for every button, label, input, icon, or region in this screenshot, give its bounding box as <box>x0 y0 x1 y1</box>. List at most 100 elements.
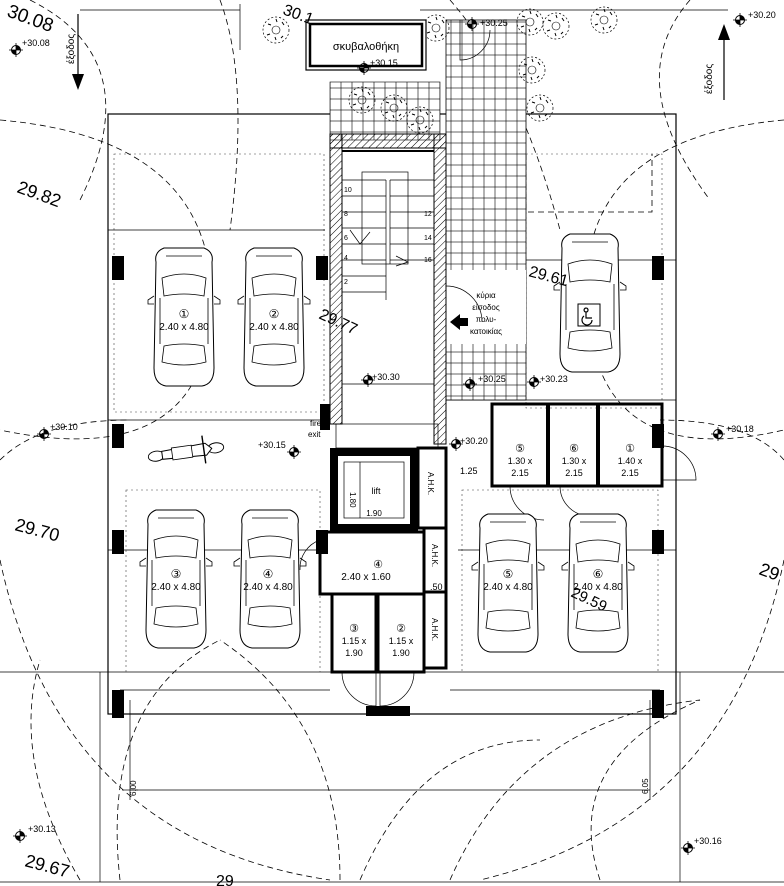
storage-height: 1.90 <box>392 648 410 658</box>
stair-num: 2 <box>344 279 348 286</box>
stair-num: 16 <box>424 257 432 264</box>
entrance-label-1: κύρια <box>476 291 496 300</box>
level-top-center: +30.25 <box>480 18 508 28</box>
level-marker-icon <box>449 437 463 451</box>
storage-number: ③ <box>349 623 359 635</box>
level-marker-icon <box>527 375 541 389</box>
fire-exit-label-2: exit <box>308 430 321 439</box>
entrance-walkway <box>329 19 527 401</box>
storage-rooms-right <box>490 402 697 521</box>
lift-label: lift <box>372 486 381 496</box>
storage-height: 2.15 <box>621 468 639 478</box>
storage-width: 1.30 x <box>562 456 587 466</box>
storage-width: 1.15 x <box>342 636 367 646</box>
storage-number: ① <box>625 443 635 455</box>
level-marker-icon <box>463 377 477 391</box>
level-bin: +30.15 <box>370 58 398 68</box>
level-marker-icon <box>357 61 371 75</box>
level-bottom-left: +30.13 <box>28 824 56 834</box>
entrance-label-4: κατοικίας <box>470 327 502 336</box>
level-hc: +30.23 <box>540 374 568 384</box>
entrance-label-3: πολυ- <box>476 315 497 324</box>
ahk-label-2: Α.Η.Κ. <box>430 544 439 567</box>
contour-2982: 29.82 <box>15 177 64 211</box>
contour-2970: 29.70 <box>13 515 62 546</box>
level-top-left-big: 30.08 <box>4 1 56 37</box>
cars <box>139 233 635 653</box>
stair-core <box>320 133 447 449</box>
motorcycle <box>147 435 225 464</box>
level-top-right: +30.20 <box>748 10 776 20</box>
exit-label-left: έξοδος <box>65 34 77 64</box>
contour-top: 30.1 <box>281 2 316 29</box>
stair-num: 12 <box>424 211 432 218</box>
storage-width: 1.15 x <box>389 636 414 646</box>
level-marker-icon <box>681 841 695 855</box>
bin-room <box>305 19 427 71</box>
stair-num: 10 <box>344 187 352 194</box>
level-moto: +30.15 <box>258 440 286 450</box>
parking-size: 2.40 x 4.80 <box>151 582 201 593</box>
level-markers <box>9 13 747 855</box>
parking-size: 2.40 x 4.80 <box>159 322 209 333</box>
fire-exit-label-1: fire <box>310 419 322 428</box>
ahk-label-3: Α.Η.Κ. <box>430 618 439 641</box>
exit-arrows <box>72 14 730 100</box>
entrance-door <box>445 20 491 330</box>
storage-number: ⑥ <box>569 443 579 455</box>
storage-rooms-bottom <box>299 530 426 707</box>
exit-label-right: έξοδος <box>703 64 715 94</box>
parking-size: 2.40 x 4.80 <box>573 582 623 593</box>
parking-number: ⑥ <box>593 567 604 581</box>
storage-height: 1.90 <box>345 648 363 658</box>
level-marker-icon <box>361 373 375 387</box>
contour-right: 29 <box>757 559 783 585</box>
stair-num: 14 <box>424 235 432 242</box>
level-marker-icon <box>9 43 23 57</box>
ahk-label-1: Α.Η.Κ. <box>426 472 435 495</box>
lift-height: 1.80 <box>348 492 357 508</box>
contour-bottom: 29 <box>216 873 234 886</box>
dim-50: .50 <box>430 582 443 592</box>
storage-height: 2.15 <box>511 468 529 478</box>
storage-size: 2.40 x 1.60 <box>341 572 391 583</box>
level-entrance: +30.25 <box>478 374 506 384</box>
parking-number: ④ <box>263 567 274 581</box>
storage-width: 1.30 x <box>508 456 533 466</box>
level-storage: +30.20 <box>460 436 488 446</box>
storage-number: ② <box>396 623 406 635</box>
parking-number: ⑤ <box>503 567 514 581</box>
parking-size: 2.40 x 4.80 <box>483 582 533 593</box>
level-right-mid: +30.18 <box>726 424 754 434</box>
level-marker-icon <box>711 427 725 441</box>
storage-number: ④ <box>373 559 383 571</box>
level-marker-icon <box>287 445 301 459</box>
lift-width: 1.90 <box>366 509 382 518</box>
level-marker-icon <box>37 427 51 441</box>
entrance-label-2: είσοδος <box>472 303 500 312</box>
storage-number: ⑤ <box>515 443 525 455</box>
dim-600: 6.00 <box>129 780 138 796</box>
level-left-mid: +30.10 <box>50 422 78 432</box>
storage-width: 1.40 x <box>618 456 643 466</box>
dim-125: 1.25 <box>460 466 478 476</box>
level-marker-icon <box>465 17 479 31</box>
level-stair: +30.30 <box>372 372 400 382</box>
level-marker-icon <box>13 829 27 843</box>
parking-size: 2.40 x 4.80 <box>249 322 299 333</box>
parking-number: ① <box>179 307 190 321</box>
storage-height: 2.15 <box>565 468 583 478</box>
contour-2967: 29.67 <box>23 851 72 882</box>
dim-605: 6.05 <box>641 778 650 794</box>
bin-room-label: σκυβαλοθήκη <box>333 41 399 53</box>
parking-size: 2.40 x 4.80 <box>243 582 293 593</box>
parking-number: ③ <box>171 567 182 581</box>
level-marker-icon <box>733 13 747 27</box>
stair-num: 6 <box>344 235 348 242</box>
stair-num: 8 <box>344 211 348 218</box>
stair-num: 4 <box>344 255 348 262</box>
level-bottom-right: +30.16 <box>694 836 722 846</box>
level-top-left: +30.08 <box>22 38 50 48</box>
lift-shaft <box>330 446 448 670</box>
